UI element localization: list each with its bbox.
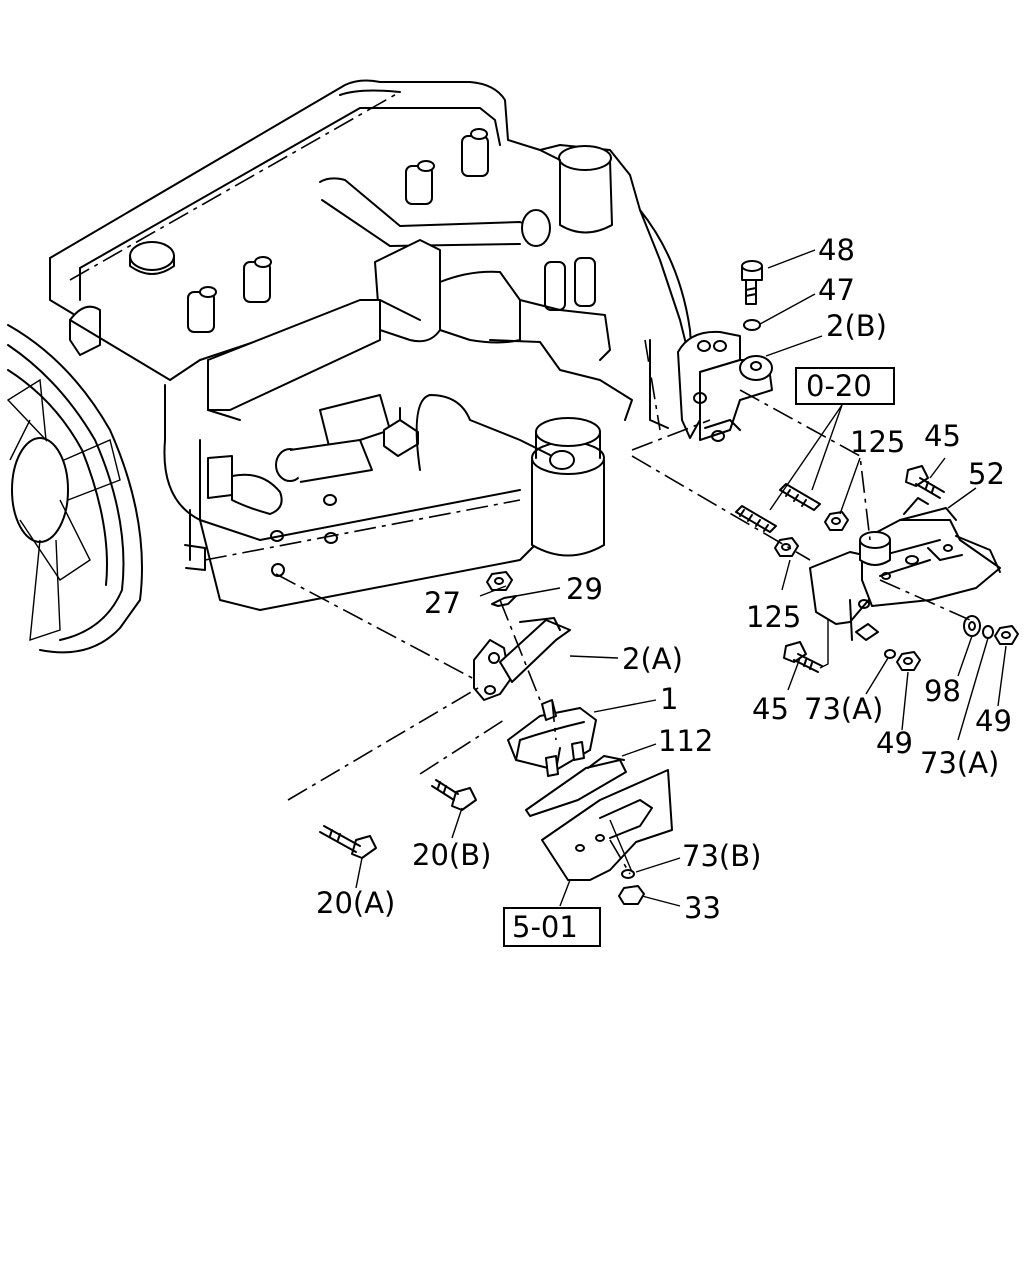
bolt-20b xyxy=(431,779,477,811)
nuts-125 xyxy=(774,511,849,557)
nut-49-lower xyxy=(896,651,921,671)
callout-27: 27 xyxy=(424,586,461,620)
callout-2b: 2(B) xyxy=(826,309,887,343)
callout-48: 48 xyxy=(818,233,855,267)
callout-52: 52 xyxy=(968,457,1005,491)
callout-73a-2: 73(A) xyxy=(920,746,999,780)
fan-assembly xyxy=(6,305,206,654)
callout-112: 112 xyxy=(658,724,713,758)
washer-73a-2 xyxy=(982,625,994,639)
assembly-lines-lower xyxy=(275,573,631,875)
bolt-45-lower xyxy=(783,641,823,673)
washer-47 xyxy=(743,319,761,331)
leader-45-low xyxy=(819,620,829,669)
nut-27 xyxy=(486,571,513,591)
callout-98: 98 xyxy=(924,674,961,708)
leader-lines xyxy=(355,249,1007,907)
stopper-112 xyxy=(525,755,627,817)
callout-20b: 20(B) xyxy=(412,838,491,872)
washer-29 xyxy=(491,595,517,607)
callout-73b: 73(B) xyxy=(682,839,761,873)
ref-5-01: 5-01 xyxy=(512,910,578,944)
callout-33: 33 xyxy=(684,891,721,925)
callout-125-upper: 125 xyxy=(850,425,905,459)
ref-box-0-20 xyxy=(795,367,895,405)
nut-33 xyxy=(618,885,645,905)
washer-73a-1 xyxy=(884,649,896,659)
callout-1: 1 xyxy=(660,682,678,716)
callout-45-lower: 45 xyxy=(752,692,789,726)
callout-47: 47 xyxy=(818,273,855,307)
callout-49-right: 49 xyxy=(975,704,1012,738)
callout-29: 29 xyxy=(566,572,603,606)
bolt-20a xyxy=(319,825,377,859)
ref-0-20: 0-20 xyxy=(806,369,872,403)
callout-45-upper: 45 xyxy=(924,419,961,453)
callout-125-lower: 125 xyxy=(746,600,801,634)
nut-49-right xyxy=(994,625,1019,645)
bolt-45-upper xyxy=(905,465,945,499)
insulator-1 xyxy=(507,699,597,777)
assembly-lines-right xyxy=(631,389,971,621)
mount-bracket-52 xyxy=(809,497,1001,641)
callout-2a: 2(A) xyxy=(622,642,683,676)
callout-20a: 20(A) xyxy=(316,886,395,920)
frame-bracket xyxy=(541,769,673,881)
washer-73b xyxy=(621,869,635,879)
front-bracket-2a xyxy=(473,617,571,701)
ref-box-5-01 xyxy=(503,907,601,947)
rear-bracket-2b xyxy=(677,330,773,442)
callout-49-lower: 49 xyxy=(876,726,913,760)
bolt-48 xyxy=(741,260,763,305)
engine-assembly xyxy=(49,79,693,611)
callout-labels: 48 47 2(B) 0-20 125 45 52 125 45 73(A) 9… xyxy=(316,233,1012,947)
callout-73a-1: 73(A) xyxy=(804,692,883,726)
studs-125 xyxy=(735,483,821,533)
